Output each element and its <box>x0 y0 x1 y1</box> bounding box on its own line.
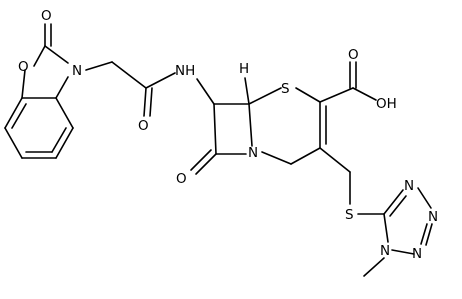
beta-lactam-ring <box>190 77 253 175</box>
atom-label: N <box>412 246 422 262</box>
atom-label: N <box>404 178 414 194</box>
bond <box>417 187 432 209</box>
bond <box>391 249 415 255</box>
bond <box>44 45 69 64</box>
atom-label: H <box>239 61 249 77</box>
atom-label: N <box>380 243 390 259</box>
bond <box>11 103 27 129</box>
atom-labels: O O N NH O H S OH O N O S N N N N <box>18 8 438 262</box>
bond <box>21 69 26 99</box>
bond <box>383 213 389 243</box>
bond <box>149 87 153 117</box>
atom-label: N <box>428 209 438 225</box>
benzene-ring <box>4 97 74 159</box>
bond <box>4 97 23 129</box>
bond <box>248 87 282 105</box>
atom-label: N <box>248 145 258 161</box>
thiomethyl-linker <box>319 147 385 215</box>
methyl-bond <box>363 257 385 277</box>
bond <box>383 189 404 215</box>
bond <box>33 45 46 67</box>
bond <box>290 147 321 165</box>
bond <box>389 195 407 217</box>
bond <box>111 61 147 89</box>
atom-label: S <box>345 207 354 223</box>
tetrazole-ring <box>363 187 433 277</box>
bond <box>319 147 351 173</box>
bond <box>190 149 212 171</box>
bond <box>4 127 23 159</box>
atom-label: O <box>138 118 149 134</box>
atom-label: NH <box>175 63 195 79</box>
bond <box>295 87 321 103</box>
atom-label: N <box>72 63 82 79</box>
bond <box>195 153 217 175</box>
atom-label: O <box>18 59 29 75</box>
atom-label: O <box>176 171 187 187</box>
atom-label: O <box>41 8 52 24</box>
bond <box>145 72 176 89</box>
bond <box>425 223 433 246</box>
bond <box>55 127 74 159</box>
bond <box>143 87 147 117</box>
bond <box>51 127 67 153</box>
acetamide-linker <box>85 61 176 117</box>
bond <box>85 61 113 71</box>
bond <box>196 78 215 105</box>
bond <box>55 97 74 129</box>
bond <box>248 103 253 147</box>
bond <box>261 151 292 165</box>
bond <box>213 103 217 155</box>
carboxylic-acid <box>319 61 377 103</box>
stereo-bond <box>244 77 250 105</box>
bond <box>319 87 354 103</box>
oxazolone-ring <box>21 23 69 99</box>
atom-label: S <box>281 81 290 97</box>
atom-label: O <box>348 47 359 63</box>
bond <box>420 223 428 245</box>
atom-label: OH <box>376 96 397 112</box>
thiazine-ring <box>248 87 327 165</box>
bond <box>55 76 69 99</box>
bond <box>352 87 377 101</box>
